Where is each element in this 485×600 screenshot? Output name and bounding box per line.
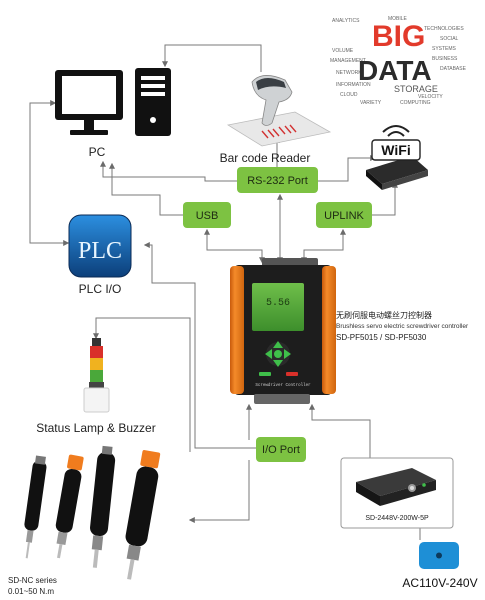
svg-text:STORAGE: STORAGE [394,84,438,94]
key-ok-icon[interactable] [274,350,282,358]
controller-side-left [230,266,244,394]
wifi-router-node[interactable]: WiFi [366,125,428,190]
status-lamp-node[interactable]: Status Lamp & Buzzer [36,338,156,435]
power-supply-node[interactable]: SD-2448V-200W-5P [340,457,454,529]
led-red-icon [286,372,298,376]
connector-lines [29,44,423,540]
line-plc-to-io [143,242,256,449]
line-usb-to-controller [204,228,265,264]
pc-label: PC [89,145,106,159]
svg-text:VOLUME: VOLUME [332,48,354,54]
svg-text:MOBILE: MOBILE [388,16,408,22]
svg-text:ANALYTICS: ANALYTICS [332,18,360,24]
screwdrivers-node[interactable]: SD-NC series 0.01~50 N.m [8,445,162,596]
svg-text:TECHNOLOGIES: TECHNOLOGIES [424,26,464,32]
screwdrivers-torque-label: 0.01~50 N.m [8,587,54,596]
tower-light-icon [83,338,110,413]
svg-text:COMPUTING: COMPUTING [400,100,431,106]
ac-input-label: AC110V-240V [402,576,477,590]
svg-text:DATABASE: DATABASE [440,66,467,72]
data-text: DATA [358,55,432,86]
io-port-label: I/O Port [262,444,300,456]
line-io-to-screwdrivers [188,460,250,523]
svg-text:VELOCITY: VELOCITY [418,94,443,100]
controller-models: SD-PF5015 / SD-PF5030 [336,333,427,342]
line-barcode-to-pc [162,44,262,72]
monitor-icon [55,70,123,135]
key-down-icon[interactable] [273,360,283,367]
pc-tower-icon [135,68,171,136]
big-data-word-cloud: ANALYTICS VOLUME INFORMATION CLOUD TECHN… [330,16,467,106]
key-left-icon[interactable] [265,349,272,359]
uplink-port-box[interactable]: UPLINK [316,202,372,228]
line-rs232-to-pc [100,160,237,182]
pc-node[interactable]: PC [55,68,171,159]
wifi-router-icon: WiFi [366,125,428,190]
line-lamp-to-io [93,317,191,452]
io-port-box[interactable]: I/O Port [256,437,306,462]
screwdriver-3-icon [90,445,116,568]
controller-bottom-connector [254,394,310,404]
line-pc-to-plc [29,100,70,246]
svg-text:SOCIAL: SOCIAL [440,36,459,42]
rs232-label: RS-232 Port [247,175,308,187]
barcode-scanner-icon [226,75,332,147]
svg-text:VARIETY: VARIETY [360,100,382,106]
svg-text:CLOUD: CLOUD [340,92,358,98]
line-power-to-controller [309,403,371,460]
uplink-label: UPLINK [324,210,364,222]
plc-logo-text: PLC [78,238,122,264]
power-supply-model: SD-2448V-200W-5P [365,515,429,522]
big-data-node: ANALYTICS VOLUME INFORMATION CLOUD TECHN… [330,16,467,106]
line-rs232-to-wifi [318,155,377,182]
barcode-reader-node[interactable]: Bar code Reader [220,75,332,165]
barcode-reader-label: Bar code Reader [220,151,311,165]
line-uplink-to-controller [301,228,346,264]
controller-panel-label: Screwdriver Controller [255,383,311,388]
screwdrivers-series-label: SD-NC series [8,576,57,585]
rs232-port-box[interactable]: RS-232 Port [237,167,318,193]
controller-node[interactable]: 5.56 Screwdriver Controller 无刷伺服电动螺丝刀控制器… [230,258,469,404]
screwdriver-4-icon [125,450,161,580]
plc-node[interactable]: PLC PLC I/O [68,214,132,296]
controller-title-cn: 无刷伺服电动螺丝刀控制器 [336,310,432,320]
controller-display-value: 5.56 [266,298,290,309]
led-green-icon [259,372,271,376]
line-uplink-to-wifi [372,181,398,216]
svg-text:INFORMATION: INFORMATION [336,82,371,88]
usb-port-box[interactable]: USB [183,202,231,228]
controller-keypad[interactable] [265,341,291,367]
screwdriver-1-icon [24,455,47,559]
wifi-label: WiFi [381,142,410,158]
key-right-icon[interactable] [284,349,291,359]
svg-text:BUSINESS: BUSINESS [432,56,458,62]
screwdriver-2-icon [55,454,84,559]
status-lamp-label: Status Lamp & Buzzer [36,421,155,435]
controller-display [252,283,304,331]
svg-text:SYSTEMS: SYSTEMS [432,46,457,52]
line-usb-to-pc [109,162,183,216]
plc-icon [69,215,131,277]
key-up-icon[interactable] [273,341,283,348]
svg-text:NETWORK: NETWORK [336,70,362,76]
controller-subtitle: Brushless servo electric screwdriver con… [336,323,469,330]
svg-text:MANAGEMENT: MANAGEMENT [330,58,366,64]
ac-input-node[interactable]: AC110V-240V [402,542,478,590]
plc-label: PLC I/O [79,282,122,296]
power-supply-icon [356,468,436,506]
controller-side-right [322,266,336,394]
big-text: BIG [372,20,425,53]
usb-label: USB [196,210,219,222]
